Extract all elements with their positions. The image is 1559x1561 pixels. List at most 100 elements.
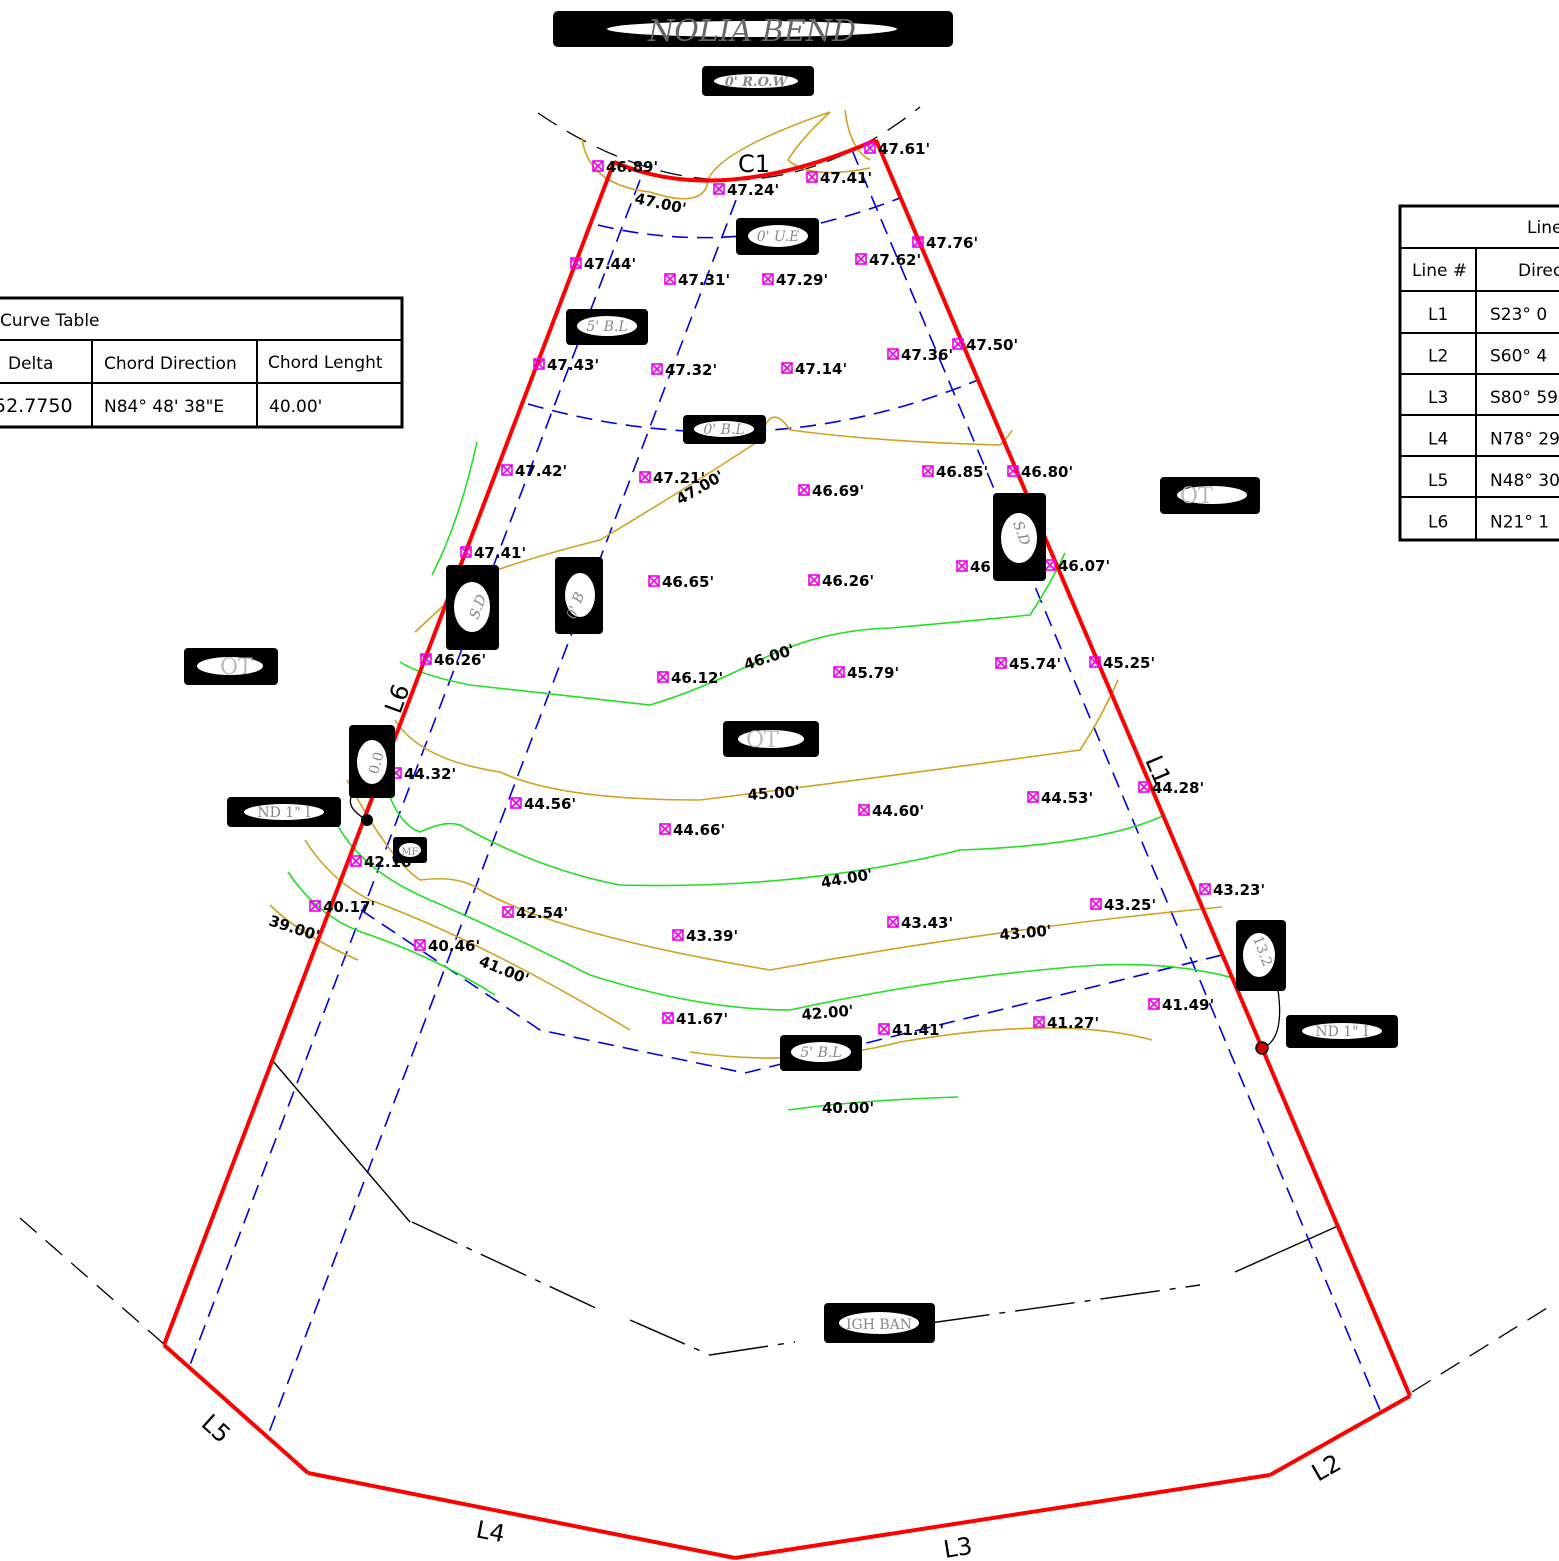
mf-text: MF bbox=[401, 847, 418, 858]
spot-elevation-label: 46.69' bbox=[812, 482, 864, 500]
spot-elevation: 46.26' bbox=[808, 572, 874, 590]
curve-table-cell: N84° 48' 38"E bbox=[104, 397, 224, 417]
spot-elevation: 45.79' bbox=[833, 664, 899, 682]
line-table-cell: S60° 4 bbox=[1490, 347, 1547, 367]
label-l5: L5 bbox=[196, 1409, 236, 1449]
spot-elevation-label: 45.74' bbox=[1009, 655, 1061, 673]
spot-marker-icon bbox=[1090, 898, 1102, 910]
spot-elevation: 41.27' bbox=[1033, 1014, 1099, 1032]
spot-elevation: 46.80' bbox=[1007, 463, 1073, 481]
spot-elevation: 47.43' bbox=[533, 356, 599, 374]
spot-marker-icon bbox=[1027, 791, 1039, 803]
spot-elevation-label: 47.62' bbox=[869, 251, 921, 269]
spot-marker-icon bbox=[956, 560, 968, 572]
spot-elevation: 44.60' bbox=[858, 802, 924, 820]
spot-elevation-label: 47.32' bbox=[665, 361, 717, 379]
contour-label: 43.00' bbox=[999, 922, 1052, 944]
line-table-header: Direc bbox=[1518, 261, 1559, 281]
spot-elevation-label: 44.28' bbox=[1152, 779, 1204, 797]
spot-elevation-label: 44.60' bbox=[872, 802, 924, 820]
ot-right-tag: OT bbox=[1160, 477, 1260, 514]
dim-right-tag: 13.2 bbox=[1236, 920, 1286, 991]
line-table-cell: S23° 0 bbox=[1490, 305, 1547, 325]
spot-elevation: 47.76' bbox=[912, 234, 978, 252]
spot-elevation-label: 43.43' bbox=[901, 914, 953, 932]
spot-elevation: 40.17' bbox=[309, 898, 375, 916]
bl-top-tag: 5' B.L bbox=[566, 309, 648, 345]
spot-elevation-label: 47.44' bbox=[584, 255, 636, 273]
spot-elevation: 45.25' bbox=[1089, 654, 1155, 672]
ot-left-tag: OT bbox=[184, 648, 278, 685]
spot-elevation-label: 41.41' bbox=[892, 1021, 944, 1039]
spot-marker-icon bbox=[664, 273, 676, 285]
spot-marker-icon bbox=[887, 348, 899, 360]
spot-elevation-label: 41.27' bbox=[1047, 1014, 1099, 1032]
contour-label: 44.00' bbox=[820, 865, 874, 892]
spot-elevation: 47.50' bbox=[952, 336, 1018, 354]
curve-c1 bbox=[613, 138, 877, 183]
curve-table-header: Delta bbox=[8, 354, 53, 374]
label-l6: L6 bbox=[379, 681, 415, 717]
spot-elevation-label: 47.41' bbox=[820, 169, 872, 187]
spot-elevation: 41.67' bbox=[662, 1010, 728, 1028]
spot-marker-icon bbox=[878, 1023, 890, 1035]
spot-elevation: 46.12' bbox=[657, 669, 723, 687]
spot-marker-icon bbox=[592, 160, 604, 172]
spot-elevation: 46.69' bbox=[798, 482, 864, 500]
fnd-left-tag: ND 1" I bbox=[227, 797, 341, 827]
spot-elevation: 43.43' bbox=[887, 914, 953, 932]
bl-top-text: 5' B.L bbox=[586, 319, 627, 335]
spot-elevation: 47.21' bbox=[639, 469, 705, 487]
iron-pins bbox=[349, 794, 1281, 1055]
spot-elevation: 46 bbox=[956, 558, 991, 576]
curve-table-header: Chord Direction bbox=[104, 354, 237, 374]
spot-elevation: 46.26' bbox=[420, 651, 486, 669]
spot-elevation-label: 46.80' bbox=[1021, 463, 1073, 481]
spot-elevation-label: 46.65' bbox=[662, 573, 714, 591]
spot-marker-icon bbox=[501, 464, 513, 476]
spot-elevation-label: 41.49' bbox=[1162, 996, 1214, 1014]
mf-tag: MF bbox=[393, 837, 427, 863]
spot-elevation-label: 45.25' bbox=[1103, 654, 1155, 672]
dim-left-tag: 0.0 bbox=[349, 725, 395, 798]
contours-minor bbox=[287, 441, 1241, 1111]
spot-marker-icon bbox=[1199, 883, 1211, 895]
bl-mid-text: 0' B.L bbox=[703, 422, 744, 438]
spot-elevation: 47.41' bbox=[806, 169, 872, 187]
spot-marker-icon bbox=[798, 484, 810, 496]
sd-right-tag: S.D bbox=[993, 493, 1046, 581]
line-table-cell: L5 bbox=[1428, 471, 1448, 491]
spot-marker-icon bbox=[639, 471, 651, 483]
spot-elevation: 47.24' bbox=[713, 181, 779, 199]
dim-left-text: 0.0 bbox=[366, 750, 387, 776]
spot-marker-icon bbox=[510, 797, 522, 809]
spot-elevation: 44.32' bbox=[390, 765, 456, 783]
annotation-tags: NOLIA BEND 0' R.O.W 0' U.E 5' B.L 0' B.L… bbox=[184, 11, 1398, 1343]
spot-elevation-label: 46.85' bbox=[936, 463, 988, 481]
spot-marker-icon bbox=[1148, 998, 1160, 1010]
spot-elevation: 43.23' bbox=[1199, 881, 1265, 899]
line-table-cell: L4 bbox=[1428, 430, 1448, 450]
spot-elevation: 46.65' bbox=[648, 573, 714, 591]
contour-label: 45.00' bbox=[747, 782, 800, 804]
spot-elevation-label: 46.26' bbox=[434, 651, 486, 669]
spot-marker-icon bbox=[887, 916, 899, 928]
spot-elevation-label: 44.53' bbox=[1041, 789, 1093, 807]
ot-center-text: OT bbox=[746, 728, 779, 753]
ue-text: 0' U.E bbox=[757, 229, 799, 245]
spot-elevation-label: 46 bbox=[970, 558, 991, 576]
spot-marker-icon bbox=[858, 804, 870, 816]
high-bank-line bbox=[271, 1059, 1339, 1356]
spot-elevation-label: 46.26' bbox=[822, 572, 874, 590]
line-table-header: Line # bbox=[1412, 261, 1467, 281]
spot-elevation: 47.42' bbox=[501, 462, 567, 480]
spot-marker-icon bbox=[350, 855, 362, 867]
spot-marker-icon bbox=[855, 253, 867, 265]
spot-elevation-label: 47.76' bbox=[926, 234, 978, 252]
bl-bottom-tag: 5' B.L bbox=[780, 1035, 862, 1071]
label-l3: L3 bbox=[942, 1532, 975, 1561]
line-table-cell: N21° 1 bbox=[1490, 513, 1549, 533]
line-table-cell: L2 bbox=[1428, 347, 1448, 367]
curve-table: Curve Table Delta Chord Direction Chord … bbox=[0, 296, 404, 429]
spot-marker-icon bbox=[713, 183, 725, 195]
